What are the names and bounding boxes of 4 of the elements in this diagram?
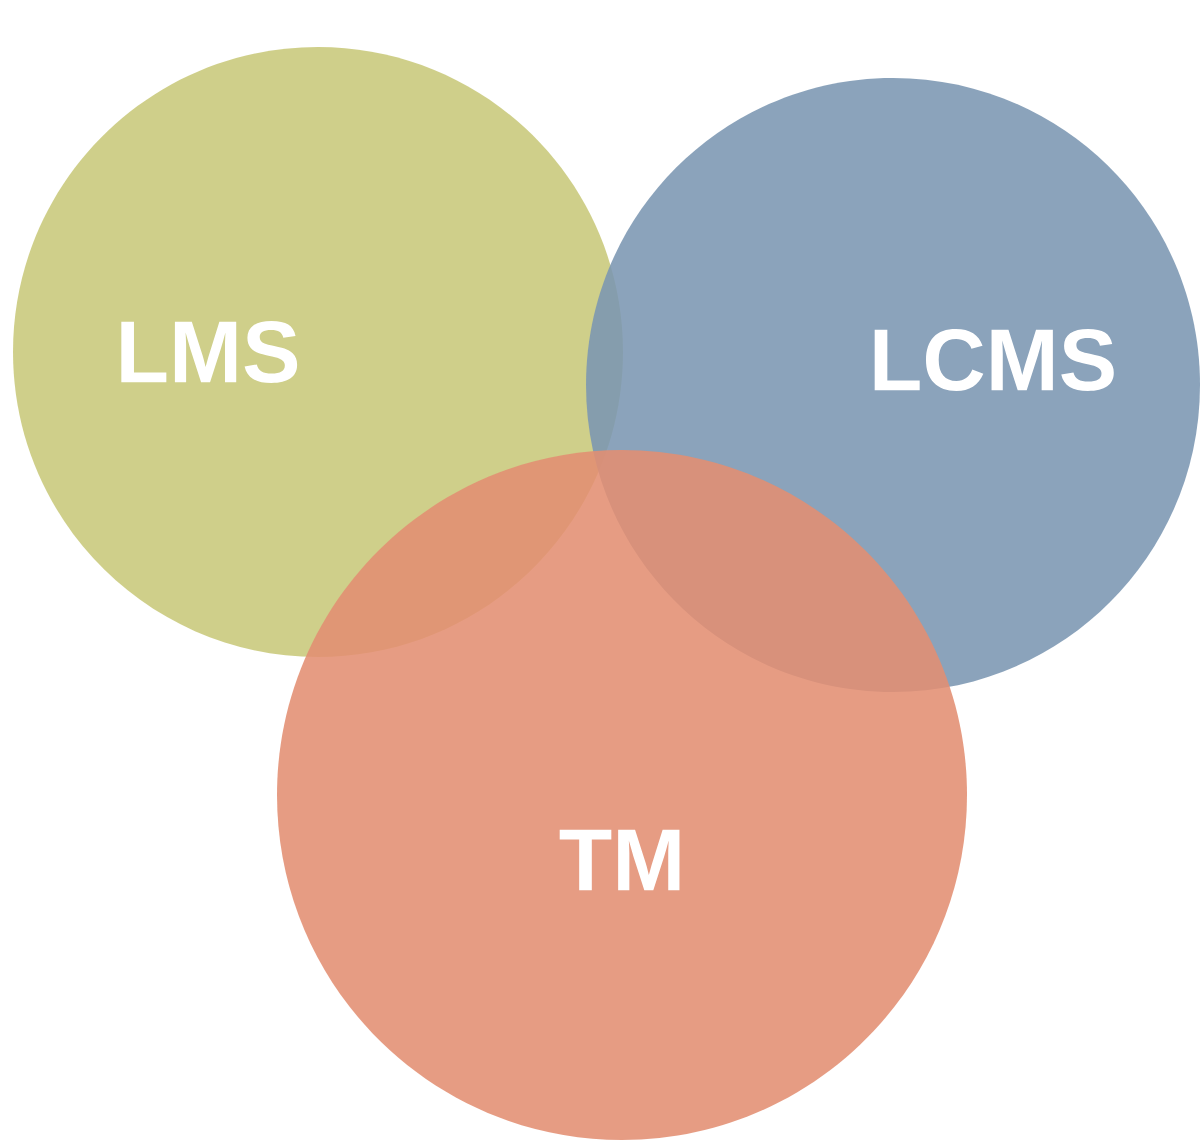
- circle-label: LCMS: [874, 328, 1114, 392]
- circle-label: LMS: [121, 320, 298, 384]
- venn-circle: [277, 450, 967, 1140]
- circle-label: TM: [559, 829, 680, 891]
